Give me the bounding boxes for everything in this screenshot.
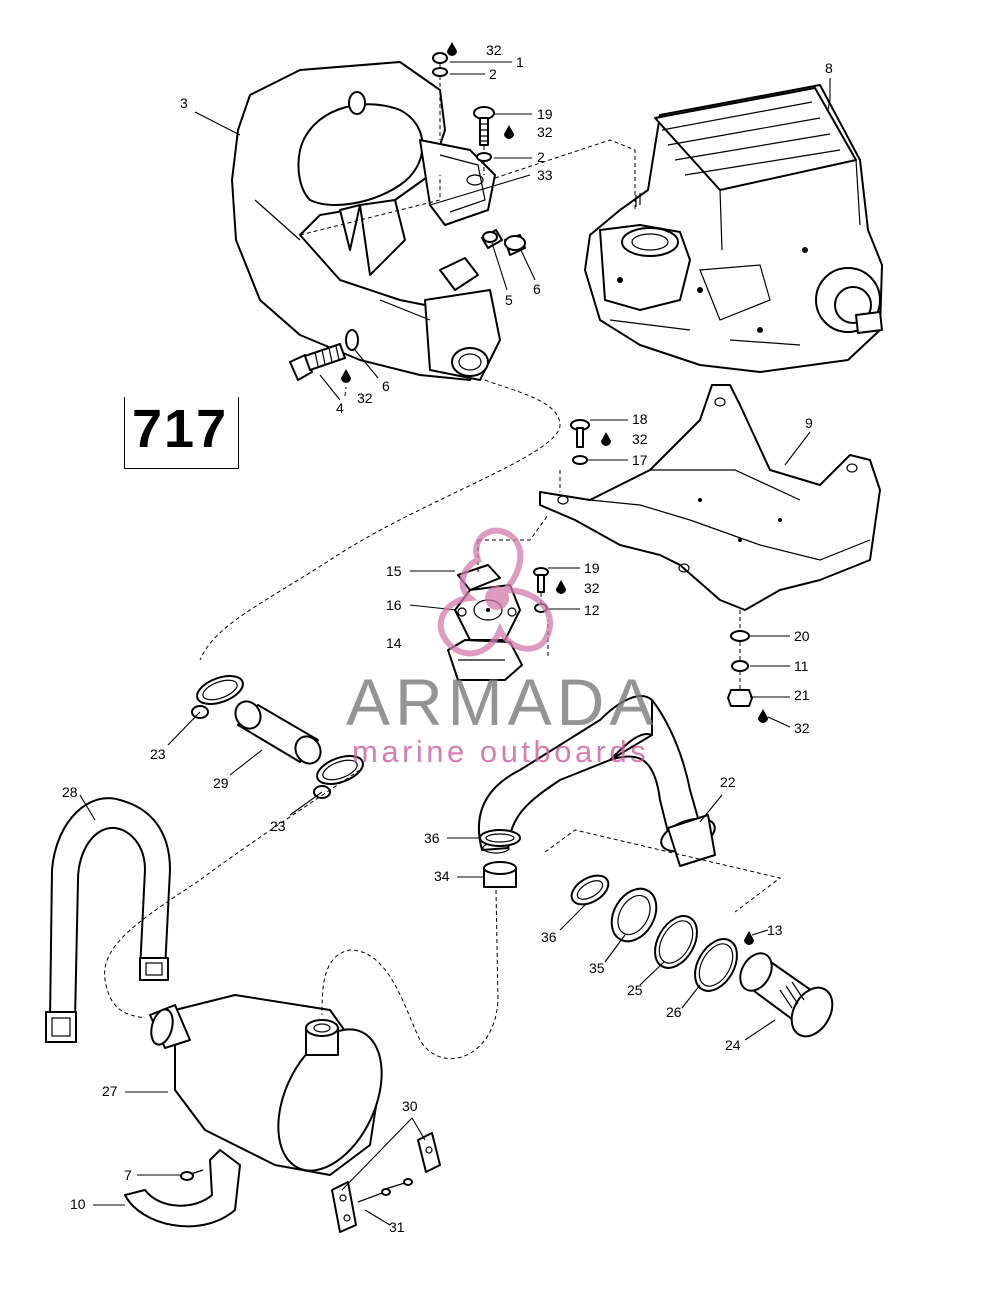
callout-26: 26 — [666, 1004, 682, 1020]
callout-labels: 32 1 2 3 19 32 2 33 8 5 6 6 4 32 18 32 1… — [62, 42, 833, 1235]
callout-11: 11 — [794, 658, 809, 674]
bolt-19-flange — [533, 567, 549, 593]
bushing-5 — [481, 229, 503, 249]
bolt-4 — [289, 343, 346, 381]
callout-16: 16 — [386, 597, 402, 613]
callout-13: 13 — [767, 922, 783, 938]
callout-29: 29 — [213, 775, 229, 791]
clip-30-right — [417, 1132, 441, 1173]
callout-2: 2 — [489, 66, 497, 82]
leader-lines — [79, 61, 831, 1226]
callout-5: 5 — [505, 292, 513, 308]
callout-2: 2 — [537, 149, 545, 165]
nut-21 — [727, 689, 753, 707]
hose-clamp-23-right — [313, 755, 364, 799]
callout-33: 33 — [537, 167, 553, 183]
hose-clamp-36-lower — [570, 874, 610, 906]
washer-2-lower — [476, 152, 492, 162]
callout-20: 20 — [794, 628, 810, 644]
callout-14: 14 — [386, 635, 402, 651]
callout-19: 19 — [537, 106, 553, 122]
washer-11 — [731, 660, 749, 672]
callout-32: 32 — [486, 42, 502, 58]
support-bracket — [539, 384, 881, 611]
callout-3: 3 — [180, 95, 188, 111]
callout-27: 27 — [102, 1083, 118, 1099]
nut-1 — [432, 52, 448, 64]
engine-block — [584, 84, 883, 373]
callout-36: 36 — [541, 929, 557, 945]
callout-23: 23 — [270, 818, 286, 834]
hose-sleeve-29 — [234, 700, 322, 765]
callout-32: 32 — [357, 390, 373, 406]
washer-2-upper — [432, 67, 448, 77]
exhaust-outlet-24 — [739, 952, 834, 1038]
clip-30-left — [331, 1181, 357, 1233]
nut-6-upper — [504, 234, 526, 256]
callout-19: 19 — [584, 560, 600, 576]
callout-32: 32 — [537, 124, 553, 140]
callout-34: 34 — [434, 868, 450, 884]
exhaust-hose — [477, 695, 716, 867]
callout-23: 23 — [150, 746, 166, 762]
callout-6: 6 — [533, 281, 541, 297]
watermark-title: ARMADA — [346, 665, 659, 739]
screw-18 — [570, 419, 590, 448]
adaptor-34 — [483, 861, 517, 888]
callout-9: 9 — [805, 415, 813, 431]
washer-17 — [572, 455, 588, 465]
callout-28: 28 — [62, 784, 78, 800]
hose-clamp-36-upper — [479, 829, 521, 847]
callout-10: 10 — [70, 1196, 86, 1212]
callout-17: 17 — [632, 452, 648, 468]
washer-20 — [730, 630, 750, 642]
callout-12: 12 — [584, 602, 600, 618]
diagram-id: 717 — [132, 399, 229, 459]
gasket-25 — [654, 915, 698, 969]
screw-7 — [180, 1169, 204, 1181]
callout-36: 36 — [424, 830, 440, 846]
sealant-drop-icons — [341, 42, 768, 945]
callout-22: 22 — [720, 774, 736, 790]
callout-31: 31 — [389, 1219, 405, 1235]
callout-18: 18 — [632, 411, 648, 427]
callout-15: 15 — [386, 563, 402, 579]
hose-clamp-23-left — [191, 675, 244, 719]
callout-32: 32 — [584, 580, 600, 596]
callout-32: 32 — [794, 720, 810, 736]
diagram-id-frame — [124, 397, 239, 469]
washer-6-lower — [345, 329, 359, 351]
muffler — [149, 994, 383, 1176]
callout-21: 21 — [794, 687, 810, 703]
callout-25: 25 — [627, 982, 643, 998]
callout-32: 32 — [632, 431, 648, 447]
ring-35 — [610, 887, 658, 943]
callout-30: 30 — [402, 1098, 418, 1114]
muffler-bracket-10 — [124, 1149, 241, 1228]
exhaust-manifold — [231, 61, 501, 381]
watermark-logo-icon — [437, 527, 553, 657]
bolt-19-upper — [473, 106, 495, 146]
callout-4: 4 — [336, 400, 344, 416]
callout-6: 6 — [382, 378, 390, 394]
callout-35: 35 — [589, 960, 605, 976]
gasket-26 — [694, 938, 738, 992]
retaining-strap — [45, 797, 171, 1043]
screw-31 — [357, 1178, 413, 1203]
watermark-subtitle: marine outboards — [352, 734, 650, 769]
callout-24: 24 — [725, 1037, 741, 1053]
callout-7: 7 — [124, 1167, 132, 1183]
callout-8: 8 — [825, 60, 833, 76]
callout-1: 1 — [516, 54, 524, 70]
